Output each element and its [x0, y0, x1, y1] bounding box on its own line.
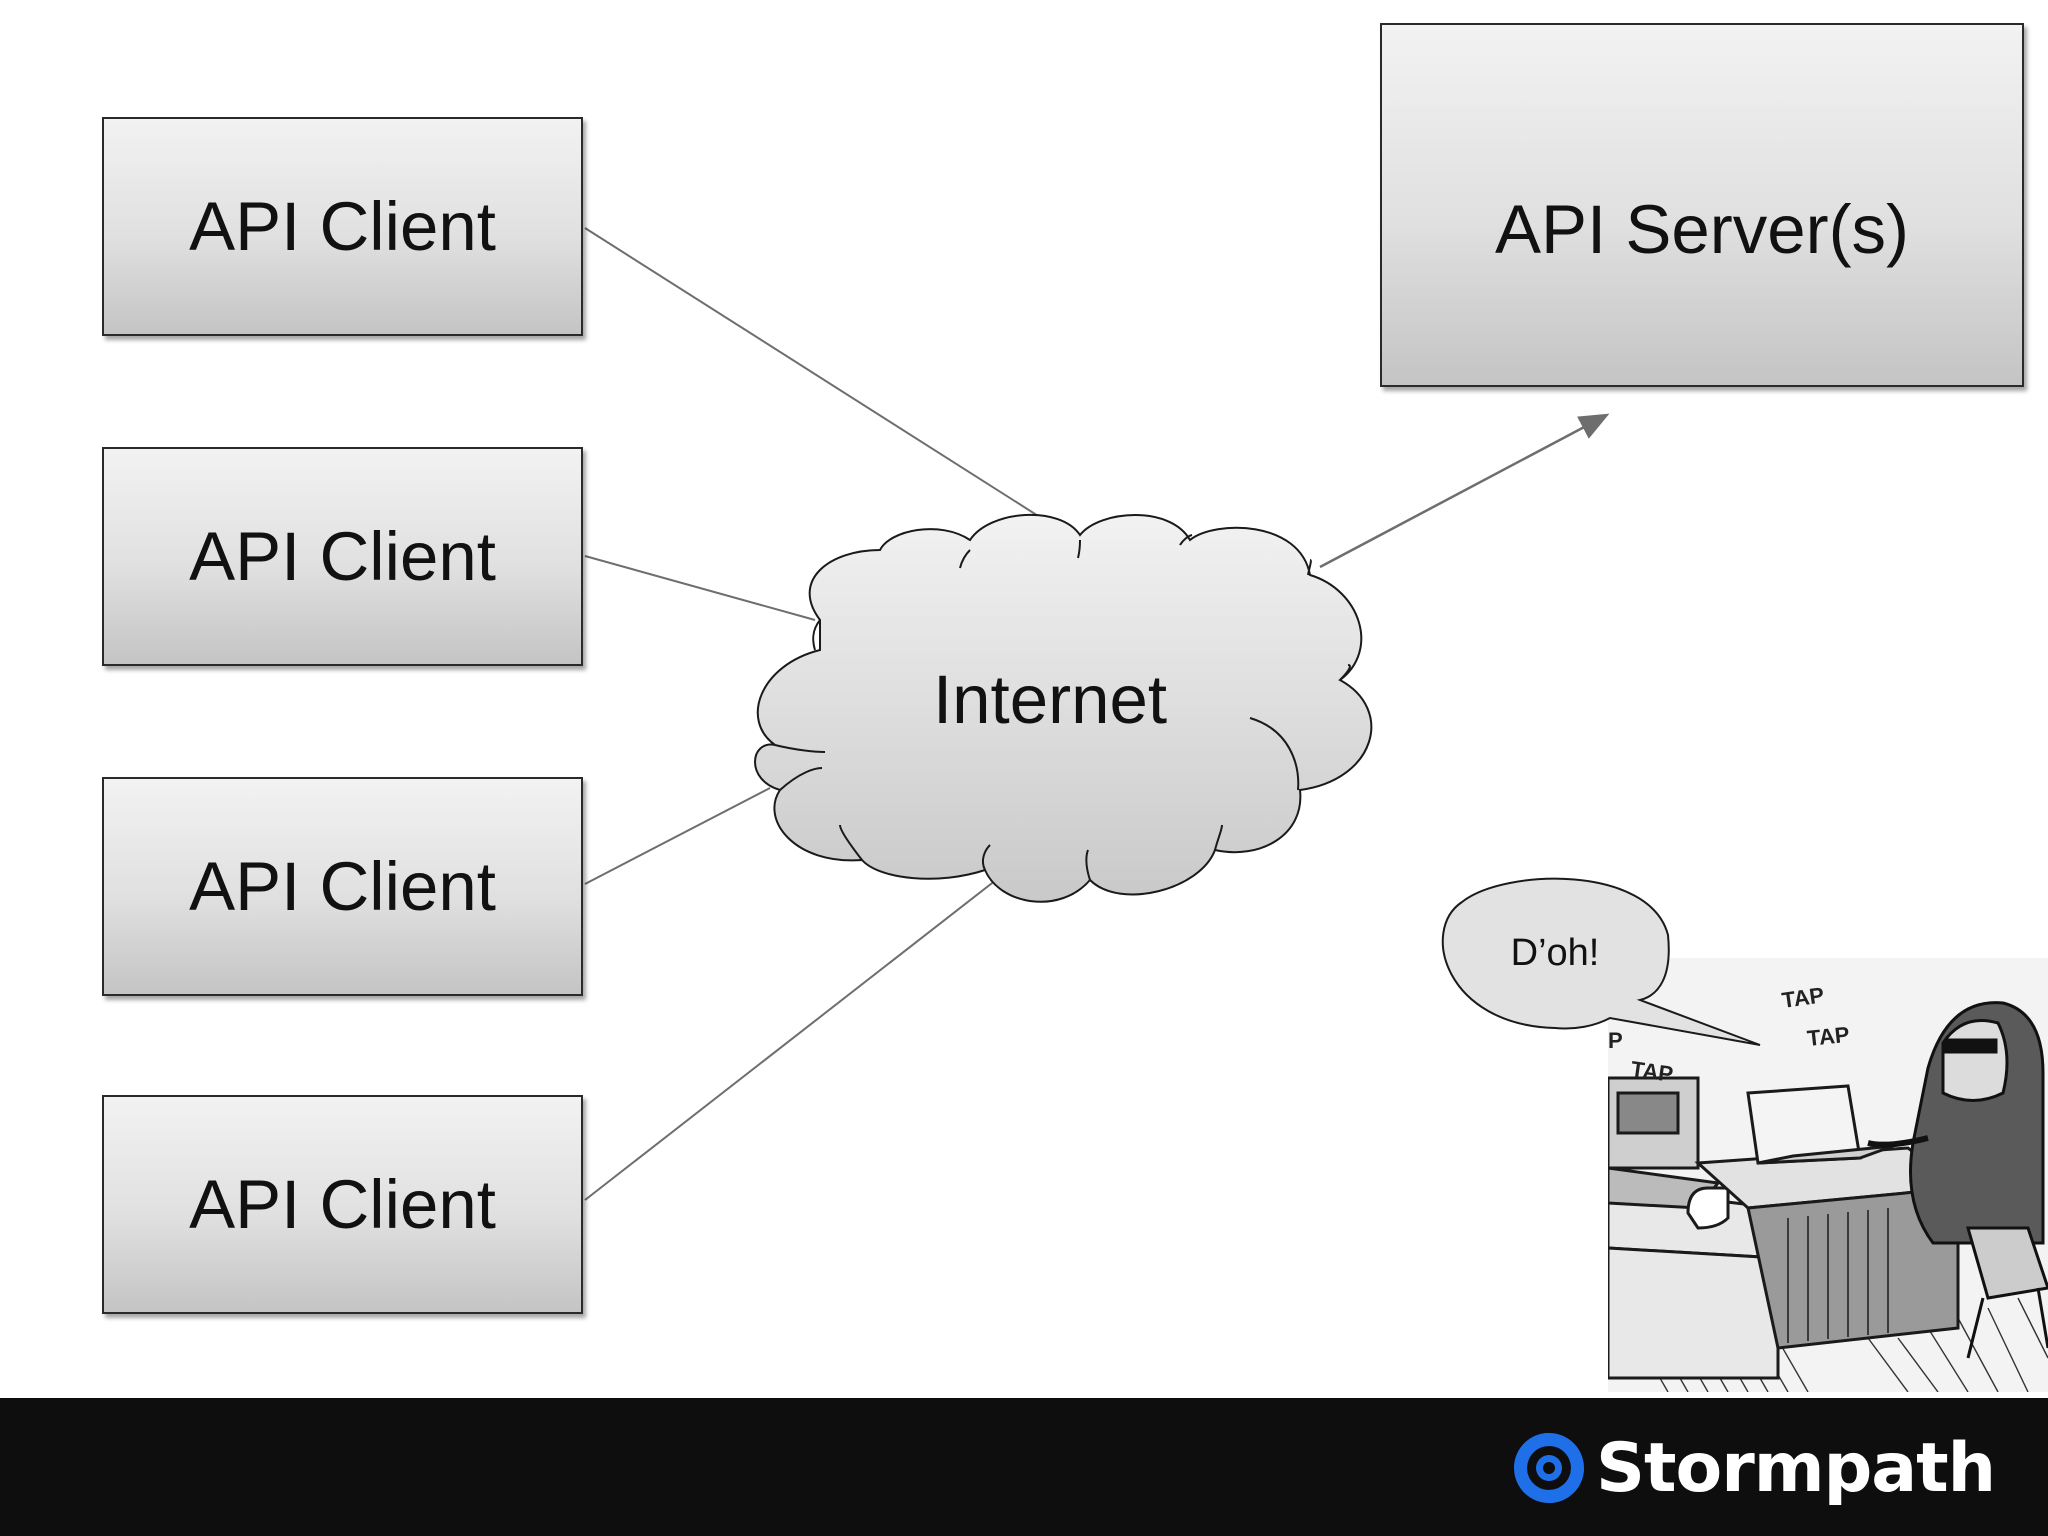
brand-logo: Stormpath	[1512, 1428, 1996, 1508]
comic-sound-effect: P	[1608, 1028, 1623, 1053]
comic-sound-effect: TAP	[1780, 982, 1825, 1013]
connector-client-3	[584, 787, 771, 885]
hacker-drawing: P TAP TAP TAP	[1608, 958, 2048, 1392]
connector-client-2	[584, 555, 816, 621]
comic-sound-effect: TAP	[1806, 1022, 1851, 1051]
api-client-box: API Client	[102, 117, 583, 336]
brand-name: Stormpath	[1596, 1428, 1996, 1508]
connector-internet-to-server-arrow	[1319, 413, 1610, 569]
api-client-box: API Client	[102, 447, 583, 666]
footer-bar	[0, 1398, 2048, 1536]
api-server-box: API Server(s)	[1380, 23, 2024, 387]
speech-bubble-label: D’oh!	[1510, 932, 1600, 974]
api-server-label: API Server(s)	[1494, 191, 1910, 268]
api-client-label: API Client	[189, 848, 496, 925]
api-client-label: API Client	[189, 518, 496, 595]
internet-label: Internet	[933, 661, 1167, 738]
api-client-label: API Client	[189, 188, 496, 265]
api-client-label: API Client	[189, 1166, 496, 1243]
stormpath-logo-icon	[1514, 1433, 1584, 1503]
connector-client-1	[584, 227, 1066, 534]
comic-sound-effect: TAP	[1629, 1056, 1674, 1087]
api-client-box: API Client	[102, 777, 583, 996]
api-client-box: API Client	[102, 1095, 583, 1314]
connector-client-4	[584, 872, 1006, 1201]
